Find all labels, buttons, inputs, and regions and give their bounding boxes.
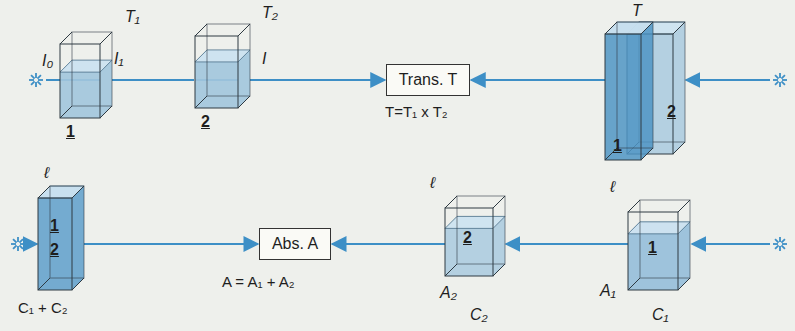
beam-arrow — [686, 79, 770, 81]
light-source — [11, 237, 25, 251]
box-label: Abs. A — [272, 235, 318, 252]
cuvette-number: 2 — [667, 104, 676, 120]
beam-arrow — [28, 243, 37, 245]
beam-connector — [250, 79, 385, 81]
symbol-label: T — [632, 2, 642, 20]
beam-connector — [332, 243, 445, 245]
symbol-label: T₂ — [262, 4, 278, 22]
symbol-label: ℓ — [44, 164, 49, 182]
light-source — [773, 73, 787, 87]
cuvette-number: 1 — [50, 218, 59, 234]
cuvette-drawing — [60, 32, 112, 118]
cuvette-number: 2 — [50, 242, 59, 258]
cuvette-number: 1 — [66, 124, 75, 140]
cuvette-drawing — [195, 24, 250, 108]
formula: A = A₁ + A₂ — [222, 274, 295, 291]
beam-connector — [471, 79, 605, 81]
symbol-label: C₂ — [470, 306, 488, 324]
cuvette-number: 1 — [648, 240, 657, 256]
process-box: Trans. T — [386, 64, 471, 96]
cuvette: 12 — [38, 186, 84, 290]
light-source — [29, 73, 43, 87]
cuvette: 2 — [195, 24, 250, 108]
beam-connector — [112, 79, 194, 81]
symbol-label: I₁ — [114, 50, 124, 68]
symbol-label: I — [262, 50, 266, 68]
cuvette-drawing — [38, 186, 84, 290]
cuvette-number: 1 — [613, 138, 622, 154]
beam — [46, 79, 60, 81]
cuvette: 1 — [628, 200, 690, 290]
cuvette-number: 2 — [201, 114, 210, 130]
symbol-label: C₁ — [652, 306, 669, 324]
cuvette-number: 2 — [463, 230, 472, 246]
symbol-label: I₀ — [42, 52, 53, 70]
cuvette-drawing — [445, 196, 505, 276]
light-source — [773, 237, 787, 251]
symbol-label: ℓ — [610, 178, 615, 196]
box-label: Trans. T — [399, 71, 458, 88]
beam-connector — [506, 243, 628, 245]
symbol-label: A₁ — [600, 282, 616, 300]
process-box: Abs. A — [259, 228, 331, 260]
cuvette: 2 — [445, 196, 505, 276]
beam-arrow — [692, 243, 770, 245]
cuvette: 1 — [60, 32, 112, 118]
formula: T=T₁ x T₂ — [385, 104, 448, 121]
formula: C₁ + C₂ — [18, 300, 68, 317]
symbol-label: ℓ — [430, 174, 435, 192]
beam-connector — [84, 243, 258, 245]
symbol-label: A₂ — [440, 284, 457, 302]
symbol-label: T₁ — [125, 8, 140, 26]
cuvette-drawing — [628, 200, 690, 290]
cuvette: 12 — [605, 22, 685, 160]
